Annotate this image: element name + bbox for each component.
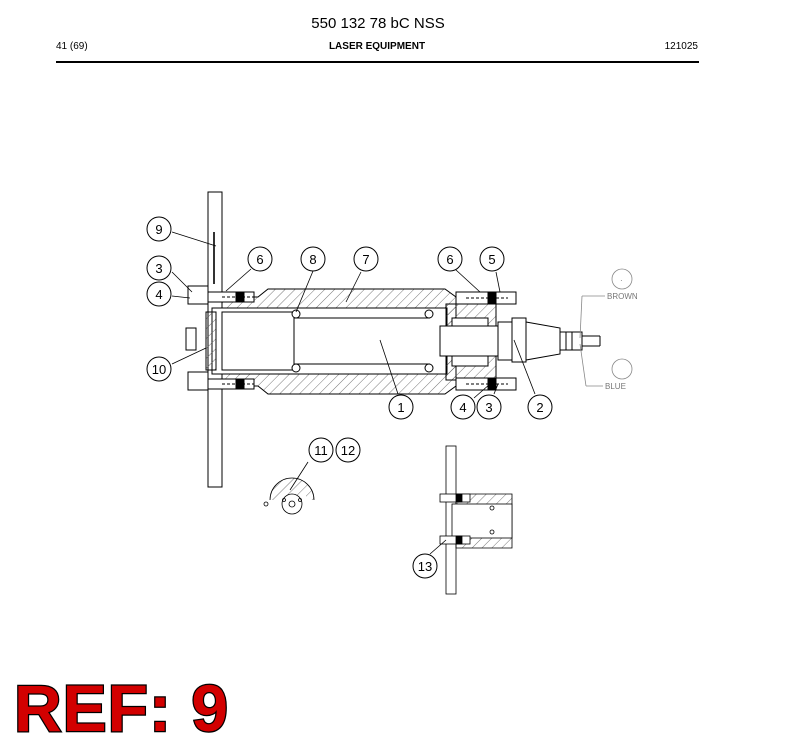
blue-wire-terminal — [611, 358, 633, 380]
svg-text:1: 1 — [397, 400, 404, 415]
header-divider — [56, 61, 699, 63]
callout-3: 3 — [146, 255, 172, 281]
wire-diagram: · BROWN BLUE — [579, 268, 638, 391]
svg-text:13: 13 — [418, 559, 432, 574]
callout-7: 7 — [353, 246, 379, 272]
callout-13: 13 — [412, 553, 438, 579]
svg-text:12: 12 — [341, 443, 355, 458]
callout-1: 1 — [388, 394, 414, 420]
callout-11: 11 — [308, 437, 334, 463]
bolts-left — [207, 291, 255, 390]
detail-view-nozzle — [263, 477, 315, 515]
brown-wire-terminal — [611, 268, 633, 290]
callout-12: 12 — [335, 437, 361, 463]
main-assembly — [185, 191, 601, 488]
brown-wire-label: BROWN — [607, 292, 638, 301]
svg-text:7: 7 — [362, 252, 369, 267]
callout-5: 5 — [479, 246, 505, 272]
callout-9: 9 — [146, 216, 172, 242]
document-code: 121025 — [664, 41, 698, 52]
reference-label: REF: 9 — [13, 671, 230, 745]
section-title: LASER EQUIPMENT — [328, 41, 426, 52]
detail-view-section — [439, 445, 513, 595]
callout-6: 6 — [437, 246, 463, 272]
callout-2: 2 — [527, 394, 553, 420]
callout-6: 6 — [247, 246, 273, 272]
svg-text:6: 6 — [256, 252, 263, 267]
svg-text:9: 9 — [155, 222, 162, 237]
document-title: 550 132 78 bC NSS — [311, 15, 445, 32]
svg-text:11: 11 — [314, 443, 328, 458]
callout-4: 4 — [450, 394, 476, 420]
callout-3: 3 — [476, 394, 502, 420]
svg-text:10: 10 — [152, 362, 166, 377]
svg-text:4: 4 — [155, 287, 162, 302]
callout-8: 8 — [300, 246, 326, 272]
svg-text:4: 4 — [459, 400, 466, 415]
svg-text:8: 8 — [309, 252, 316, 267]
svg-text:3: 3 — [155, 261, 162, 276]
callout-4: 4 — [146, 281, 172, 307]
leader-lines — [171, 231, 536, 555]
svg-text:5: 5 — [488, 252, 495, 267]
callout-10: 10 — [146, 356, 172, 382]
svg-text:·: · — [620, 276, 623, 285]
blue-wire-label: BLUE — [605, 382, 626, 391]
svg-text:3: 3 — [485, 400, 492, 415]
svg-text:6: 6 — [446, 252, 453, 267]
svg-text:2: 2 — [536, 400, 543, 415]
page-number: 41 (69) — [56, 41, 88, 52]
callouts: 9 3 4 6 8 7 6 5 10 1 4 3 2 11 12 13 — [146, 216, 553, 579]
header-row: 41 (69) LASER EQUIPMENT 121025 — [56, 41, 698, 55]
